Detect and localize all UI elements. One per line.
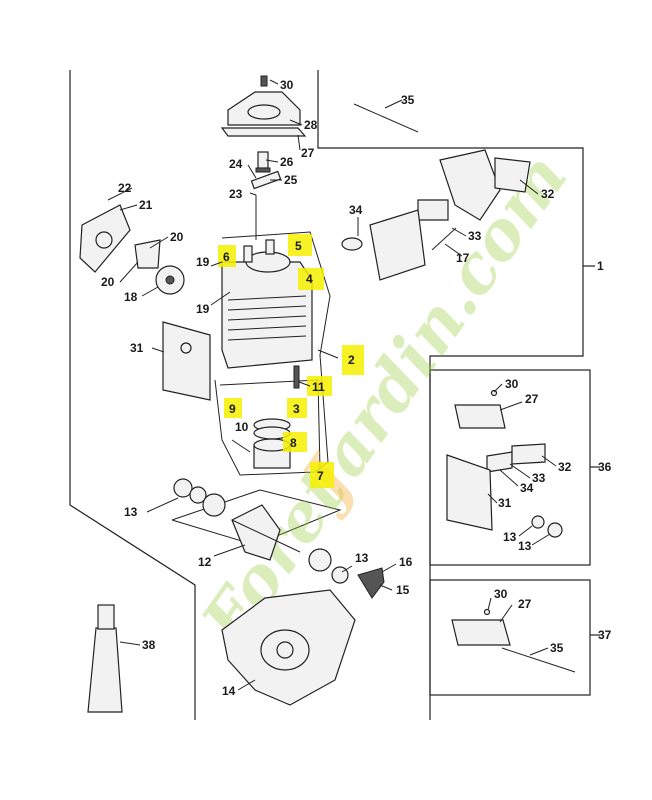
cylinder bbox=[221, 239, 313, 389]
callout-31: 31 bbox=[498, 496, 512, 510]
callout-8: 8 bbox=[290, 436, 297, 450]
decompression-valve bbox=[357, 567, 385, 599]
callout-27: 27 bbox=[525, 392, 539, 406]
callout-35: 35 bbox=[401, 93, 415, 107]
callout-31: 31 bbox=[130, 341, 144, 355]
callout-13: 13 bbox=[503, 530, 517, 544]
piston bbox=[231, 418, 291, 469]
kit-36-parts bbox=[446, 389, 563, 538]
callout-13: 13 bbox=[355, 551, 369, 565]
callout-25: 25 bbox=[284, 173, 298, 187]
callout-36: 36 bbox=[598, 460, 612, 474]
callout-18: 18 bbox=[124, 290, 138, 304]
callout-3: 3 bbox=[293, 402, 300, 416]
callout-17: 17 bbox=[456, 251, 470, 265]
callout-37: 37 bbox=[598, 628, 612, 642]
callout-22: 22 bbox=[118, 181, 132, 195]
callout-5: 5 bbox=[295, 239, 302, 253]
callout-28: 28 bbox=[304, 118, 318, 132]
cylinder-cover bbox=[220, 75, 307, 137]
callout-23: 23 bbox=[229, 187, 243, 201]
grease-tube bbox=[87, 604, 123, 713]
callout-12: 12 bbox=[198, 555, 212, 569]
callout-4: 4 bbox=[306, 272, 313, 286]
callout-14: 14 bbox=[222, 684, 236, 698]
callout-35: 35 bbox=[550, 641, 564, 655]
callout-labels: 30 28 27 26 24 25 23 22 21 20 20 18 19 1… bbox=[101, 78, 612, 698]
callout-21: 21 bbox=[139, 198, 153, 212]
carburetor bbox=[341, 103, 531, 281]
callout-27: 27 bbox=[301, 146, 315, 160]
crankcase bbox=[221, 589, 356, 706]
callout-11: 11 bbox=[312, 380, 325, 394]
callout-15: 15 bbox=[396, 583, 410, 597]
callout-33: 33 bbox=[468, 229, 482, 243]
diagram-frames bbox=[69, 70, 600, 720]
callout-34: 34 bbox=[349, 203, 363, 217]
callout-34: 34 bbox=[520, 481, 534, 495]
callout-30: 30 bbox=[280, 78, 294, 92]
callout-13: 13 bbox=[124, 505, 138, 519]
callout-24: 24 bbox=[229, 157, 243, 171]
spark-plug bbox=[255, 151, 271, 173]
callout-20: 20 bbox=[101, 275, 115, 289]
callout-30: 30 bbox=[505, 377, 519, 391]
callout-10: 10 bbox=[235, 420, 249, 434]
callout-16: 16 bbox=[399, 555, 413, 569]
callout-33: 33 bbox=[532, 471, 546, 485]
callout-27: 27 bbox=[518, 597, 532, 611]
highlight-boxes bbox=[218, 234, 364, 488]
callout-38: 38 bbox=[142, 638, 156, 652]
callout-20: 20 bbox=[170, 230, 184, 244]
callout-32: 32 bbox=[541, 187, 555, 201]
gasket-31 bbox=[162, 321, 211, 401]
kit-37-parts bbox=[451, 608, 576, 673]
rocker-parts bbox=[250, 170, 282, 240]
callout-26: 26 bbox=[280, 155, 294, 169]
callout-13: 13 bbox=[518, 539, 532, 553]
crankshaft bbox=[173, 478, 349, 584]
callout-32: 32 bbox=[558, 460, 572, 474]
callout-9: 9 bbox=[229, 402, 236, 416]
callout-19: 19 bbox=[196, 255, 210, 269]
oil-pump bbox=[79, 204, 185, 295]
callout-6: 6 bbox=[223, 250, 230, 264]
callout-30: 30 bbox=[494, 587, 508, 601]
callout-7: 7 bbox=[317, 469, 324, 483]
leader-lines bbox=[107, 79, 557, 691]
callout-19: 19 bbox=[196, 302, 210, 316]
callout-2: 2 bbox=[348, 353, 355, 367]
callout-1: 1 bbox=[597, 259, 604, 273]
